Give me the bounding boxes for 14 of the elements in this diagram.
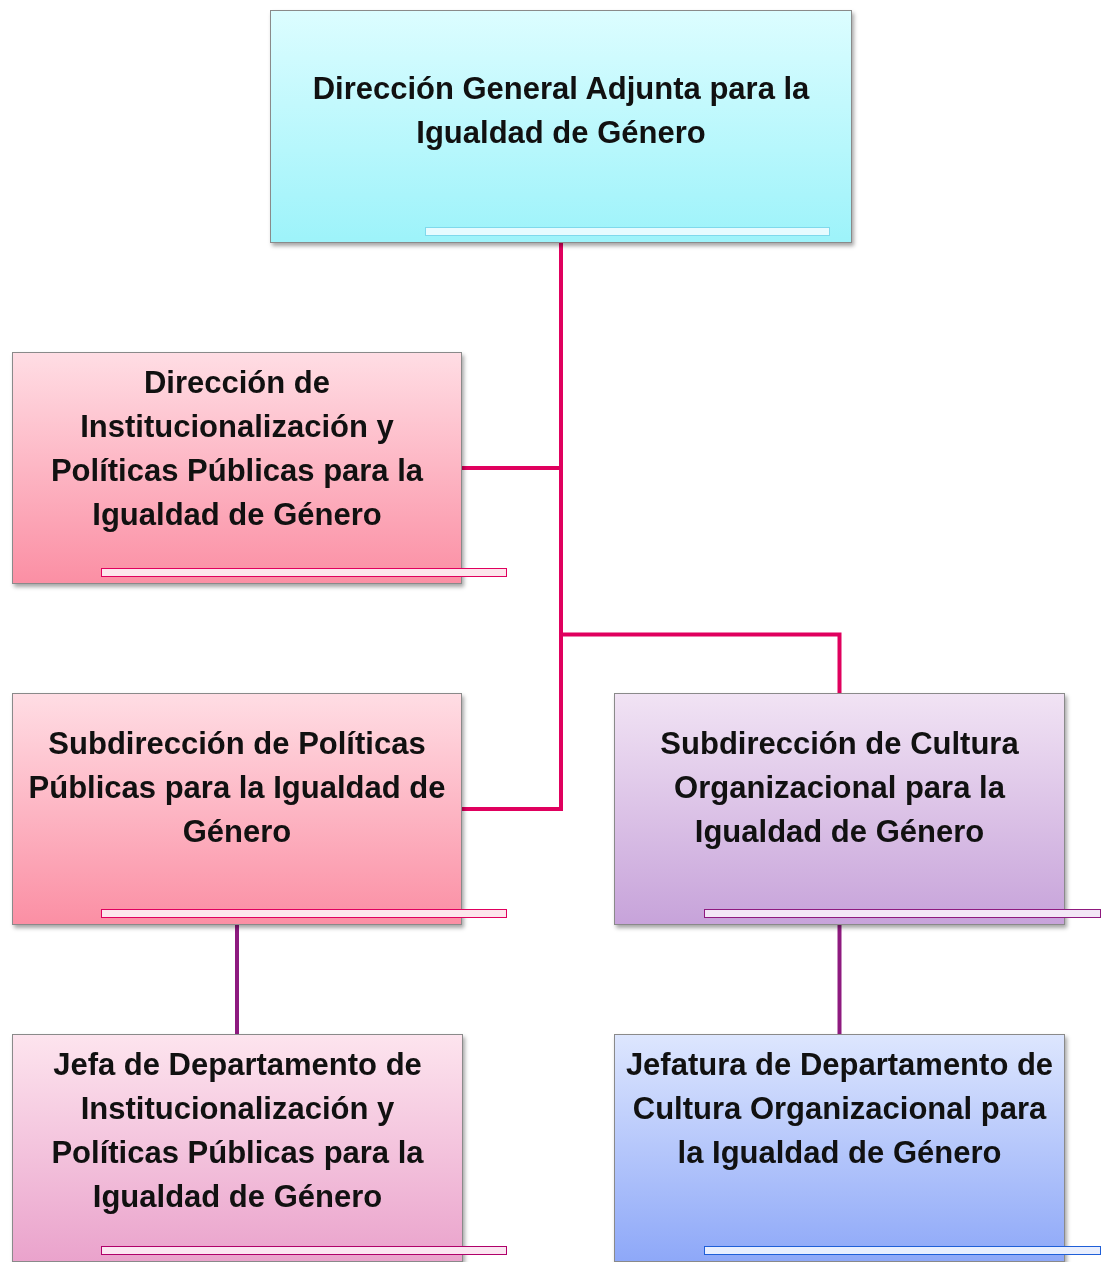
box-title: Jefatura de Departamento de Cultura Organizacional para la Igualdad de Género [624, 1046, 1055, 1172]
box-title: Jefa de Departamento de Institucionalización y Políticas Públicas para la Igualdad de Género [50, 1046, 425, 1216]
org-box [270, 10, 852, 243]
connector-line [837, 925, 842, 1034]
org-box [12, 352, 462, 584]
box-title: Dirección General Adjunta para la Igualdad de Género [311, 70, 811, 152]
org-box [12, 693, 462, 925]
connector-line [235, 925, 239, 1034]
org-box [614, 693, 1065, 925]
box-title: Subdirección de Cultura Organizacional para la Igualdad de Género [659, 725, 1020, 851]
org-box [614, 1034, 1065, 1262]
box-title: Dirección de Institucionalización y Políticas Públicas para la Igualdad de Género [49, 364, 425, 534]
box-title: Subdirección de Políticas Públicas para la Igualdad de Género [27, 725, 447, 851]
org-box [12, 1034, 463, 1262]
